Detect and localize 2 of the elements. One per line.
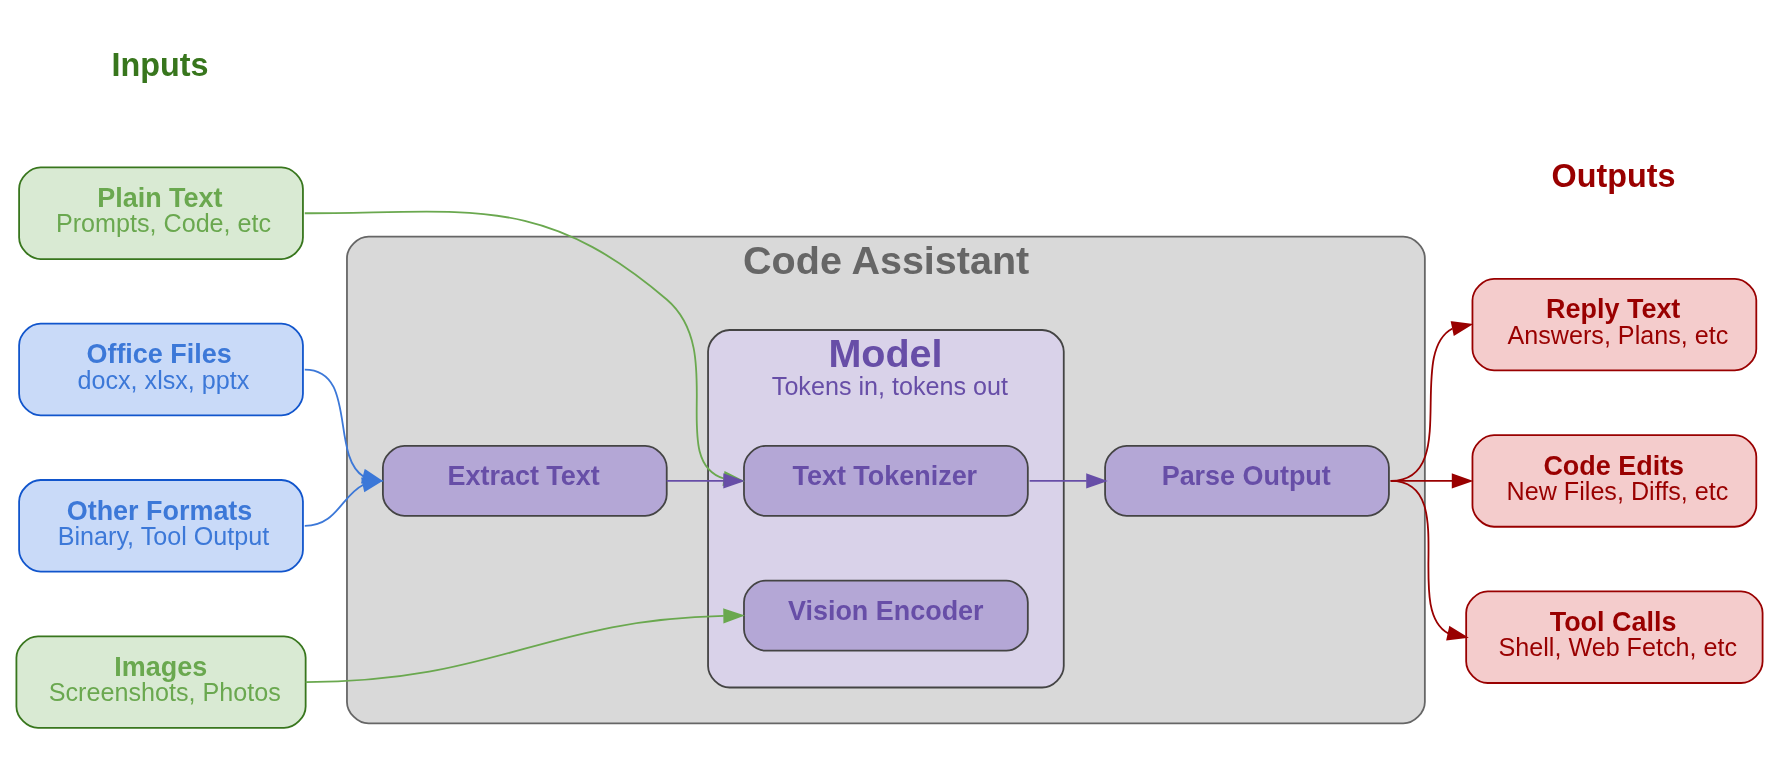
label: Outputs <box>1551 157 1676 194</box>
label: Inputs <box>111 46 209 83</box>
